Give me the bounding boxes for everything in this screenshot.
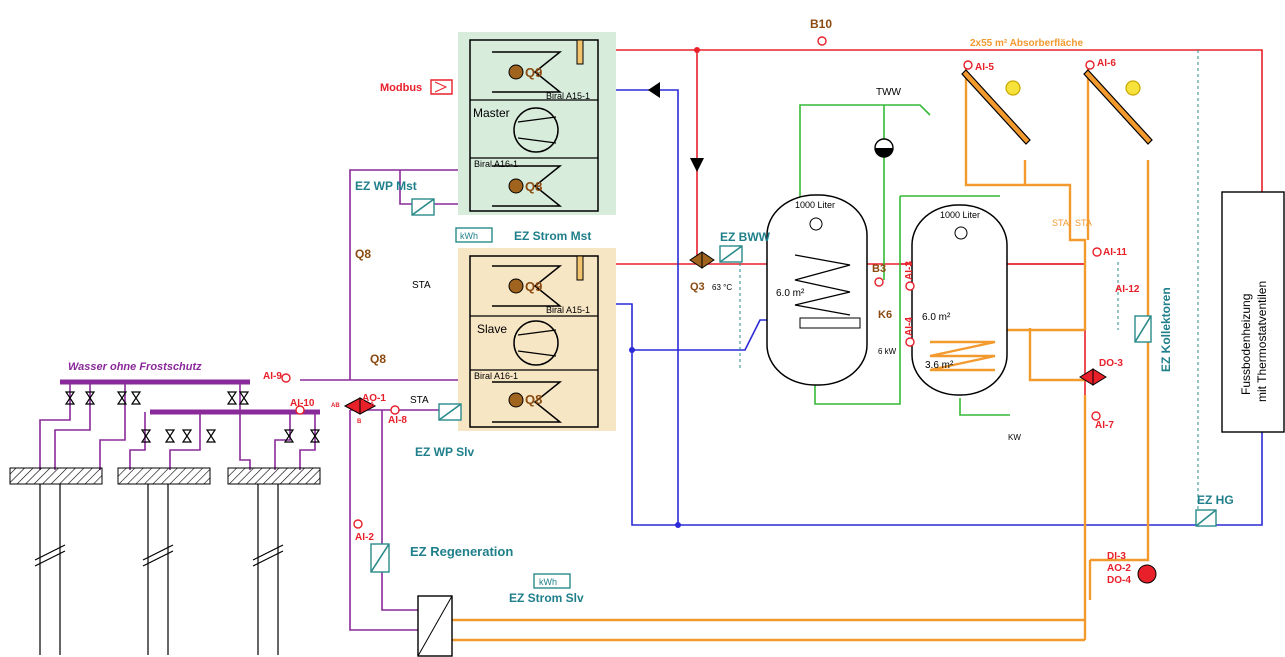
port-a: A: [370, 402, 375, 408]
label-ai6: AI-6: [1097, 58, 1116, 69]
label-ai4: AI-4: [904, 317, 915, 336]
slave-name: Slave: [477, 322, 507, 336]
slave-q8: Q8: [525, 392, 542, 407]
evaporator-icon: [492, 265, 563, 307]
slave-heatpump: [458, 248, 616, 431]
label-ai3: AI-3: [904, 261, 915, 280]
slave-pump-bottom: Biral A16-1: [474, 371, 518, 381]
label-ez-hg: EZ HG: [1197, 493, 1234, 507]
pump-icon: [508, 392, 524, 408]
label-sta-solar-1: STA: [1052, 218, 1069, 228]
label-ai5: AI-5: [975, 62, 994, 73]
label-di3: DI-3: [1107, 551, 1126, 562]
pump-icon: [508, 278, 524, 294]
label-sta-master: STA: [412, 280, 431, 291]
brine-valves: [64, 391, 321, 443]
label-tww: TWW: [876, 87, 902, 98]
sun-icon: [1005, 80, 1021, 96]
condenser-icon: [492, 381, 563, 423]
label-sta-slave: STA: [410, 395, 429, 406]
master-pump-top: Biral A15-1: [546, 91, 590, 101]
tank2-coil-top: 6.0 m²: [922, 312, 951, 323]
master-heatpump: [458, 32, 616, 215]
tank1-coil: 6.0 m²: [776, 288, 805, 299]
pump-icon: [508, 64, 524, 80]
master-q9: Q9: [525, 65, 542, 80]
master-q8: Q8: [525, 179, 542, 194]
label-brine: Wasser ohne Frostschutz: [68, 361, 202, 373]
modbus-label: Modbus: [380, 82, 422, 94]
label-ez-bww: EZ BWW: [720, 230, 771, 244]
buffer-tank: [911, 204, 1008, 396]
label-ez-kollektoren: EZ Kollektoren: [1159, 287, 1173, 372]
kwh-slave: kWh: [539, 577, 557, 587]
port-b: B: [357, 419, 362, 425]
label-ai10: AI-10: [290, 398, 315, 409]
master-name: Master: [473, 106, 510, 120]
pump-icon: [508, 178, 524, 194]
label-q3-temp: 63 °C: [712, 283, 732, 292]
tank2-coil-bottom: 3.6 m²: [925, 360, 954, 371]
modbus-connector-icon: [430, 79, 453, 95]
solar-pump-icon: [1137, 564, 1157, 584]
label-q8-slave: Q8: [370, 352, 386, 366]
three-way-valve-icon: [343, 397, 377, 415]
port-ab: AB: [331, 403, 340, 409]
solar-collectors: [961, 69, 1153, 145]
label-ez-regeneration: EZ Regeneration: [410, 544, 513, 559]
condenser-icon: [492, 165, 563, 207]
kwh-master: kWh: [460, 231, 478, 241]
floor-heating-line1: Fussbodenheizung: [1239, 294, 1253, 395]
label-b3: B3: [872, 263, 886, 275]
label-q8-master: Q8: [355, 247, 371, 261]
compressor-icon: [513, 320, 559, 366]
label-q3: Q3: [690, 281, 705, 293]
slave-pump-top: Biral A15-1: [546, 305, 590, 315]
sun-icon: [1125, 80, 1141, 96]
label-ai7: AI-7: [1095, 420, 1114, 431]
master-pump-bottom: Biral A16-1: [474, 159, 518, 169]
label-do3: DO-3: [1099, 358, 1123, 369]
dhw-lines: [799, 104, 1010, 416]
label-ai11: AI-11: [1103, 247, 1127, 258]
label-kw: KW: [1008, 433, 1021, 442]
label-ai12: AI-12: [1115, 284, 1140, 295]
label-k6-power: 6 kW: [878, 347, 897, 356]
tank1-volume: 1000 Liter: [795, 200, 835, 210]
label-ez-wp-slv: EZ WP Slv: [415, 445, 474, 459]
label-ai9: AI-9: [263, 371, 282, 382]
label-sta-solar-2: STA: [1075, 218, 1092, 228]
dhw-tank: [766, 194, 868, 386]
label-ao1: AO-1: [362, 393, 386, 404]
slave-q9: Q9: [525, 279, 542, 294]
floor-heating-box: [1221, 191, 1285, 433]
label-do4: DO-4: [1107, 575, 1131, 586]
floor-heating-line2: mit Thermostatventilen: [1255, 281, 1269, 402]
evaporator-icon: [492, 51, 563, 93]
label-ez-strom-mst: EZ Strom Mst: [514, 229, 591, 243]
compressor-icon: [513, 107, 559, 153]
label-b10: B10: [810, 17, 832, 31]
label-ez-wp-mst: EZ WP Mst: [355, 179, 417, 193]
label-k6: K6: [878, 309, 892, 321]
label-ai8: AI-8: [388, 415, 407, 426]
label-ez-strom-slv: EZ Strom Slv: [509, 591, 584, 605]
boreholes: [9, 467, 321, 655]
label-ao2: AO-2: [1107, 563, 1131, 574]
tank2-volume: 1000 Liter: [940, 210, 980, 220]
label-ai2: AI-2: [355, 532, 374, 543]
absorber-area-title: 2x55 m² Absorberfläche: [970, 38, 1083, 49]
